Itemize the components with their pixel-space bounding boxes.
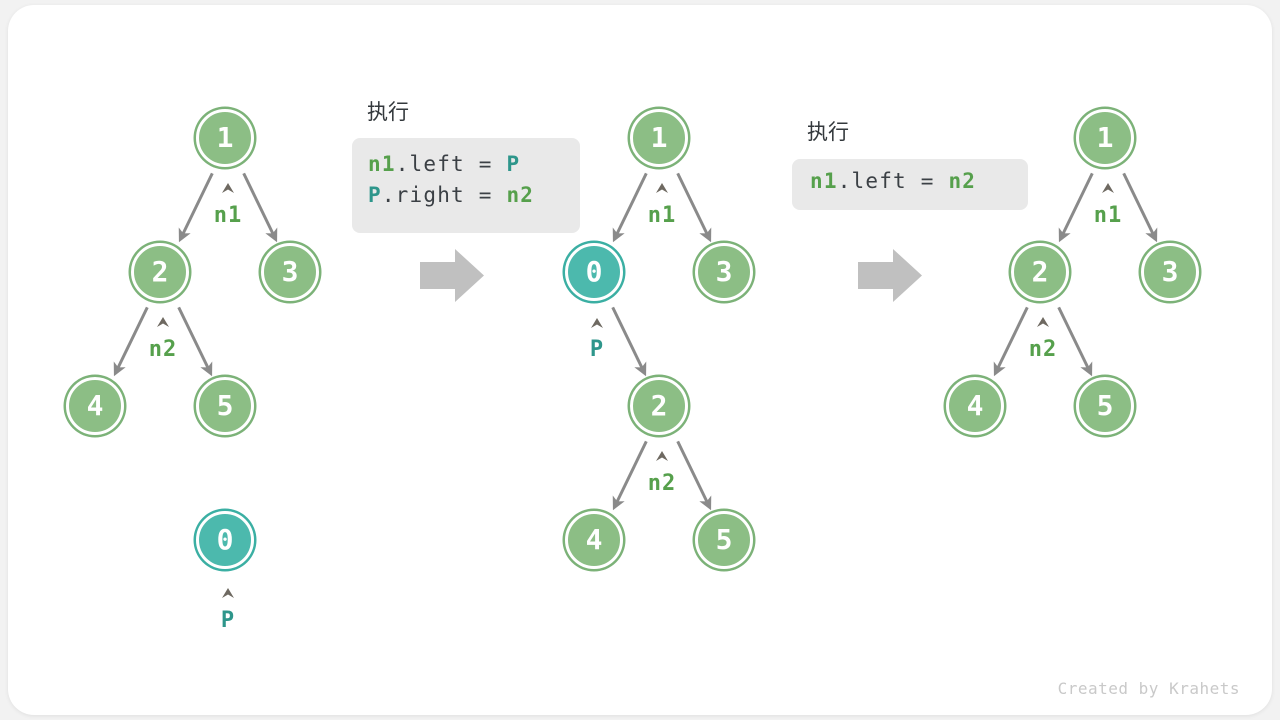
pointer-label-n2: n2 [148, 337, 178, 362]
exec-title: 执行 [367, 100, 409, 124]
exec-title: 执行 [807, 120, 849, 144]
tree-edges [113, 172, 1158, 511]
tree-node: 2 [131, 243, 189, 301]
code-token: .left = [837, 169, 949, 193]
pointer-label-n1: n1 [647, 203, 677, 228]
code-token: n1 [368, 152, 396, 176]
pointer-label-n1: n1 [213, 203, 243, 228]
pointer-label-p: P [220, 608, 236, 633]
tree-node: 4 [565, 511, 623, 569]
tree-node-p: 0 [196, 511, 254, 569]
code-token: n1 [810, 169, 838, 193]
tree-node-p: 0 [565, 243, 623, 301]
code-token: .right = [381, 183, 507, 207]
tree-node: 5 [1076, 377, 1134, 435]
code-token: n2 [948, 169, 977, 193]
code-token: P [368, 183, 382, 207]
edges-and-arrows-layer [113, 172, 1158, 598]
code-box: n1.left = P P.right = n2 [352, 138, 580, 233]
tree-node: 1 [196, 109, 254, 167]
watermark: Created by Krahets [1057, 679, 1240, 698]
code-line: n1.left = n2 [810, 166, 1028, 197]
pointer-label-p: P [589, 337, 605, 362]
pointer-label-n2: n2 [647, 471, 677, 496]
tree-node: 4 [66, 377, 124, 435]
tree-node: 4 [946, 377, 1004, 435]
code-box: n1.left = n2 [792, 159, 1028, 210]
step-arrow-icon [858, 249, 922, 302]
pointer-caret-icons [157, 183, 1114, 598]
pointer-label-n1: n1 [1093, 203, 1123, 228]
code-token: .left = [395, 152, 507, 176]
code-line: n1.left = P [368, 149, 580, 180]
figure-card: 1 2 3 4 5 0 n1 n2 P 执行 n1.left = P P.rig… [8, 5, 1272, 715]
tree-node: 3 [1141, 243, 1199, 301]
tree-node: 5 [695, 511, 753, 569]
tree-node: 3 [695, 243, 753, 301]
tree-node: 5 [196, 377, 254, 435]
tree-node: 2 [1011, 243, 1069, 301]
pointer-label-n2: n2 [1028, 337, 1058, 362]
code-token: n2 [506, 183, 535, 207]
code-line: P.right = n2 [368, 180, 580, 211]
tree-node: 3 [261, 243, 319, 301]
tree-node: 1 [630, 109, 688, 167]
tree-node: 1 [1076, 109, 1134, 167]
step-arrow-icon [420, 249, 484, 302]
code-token: P [506, 152, 521, 176]
tree-node: 2 [630, 377, 688, 435]
